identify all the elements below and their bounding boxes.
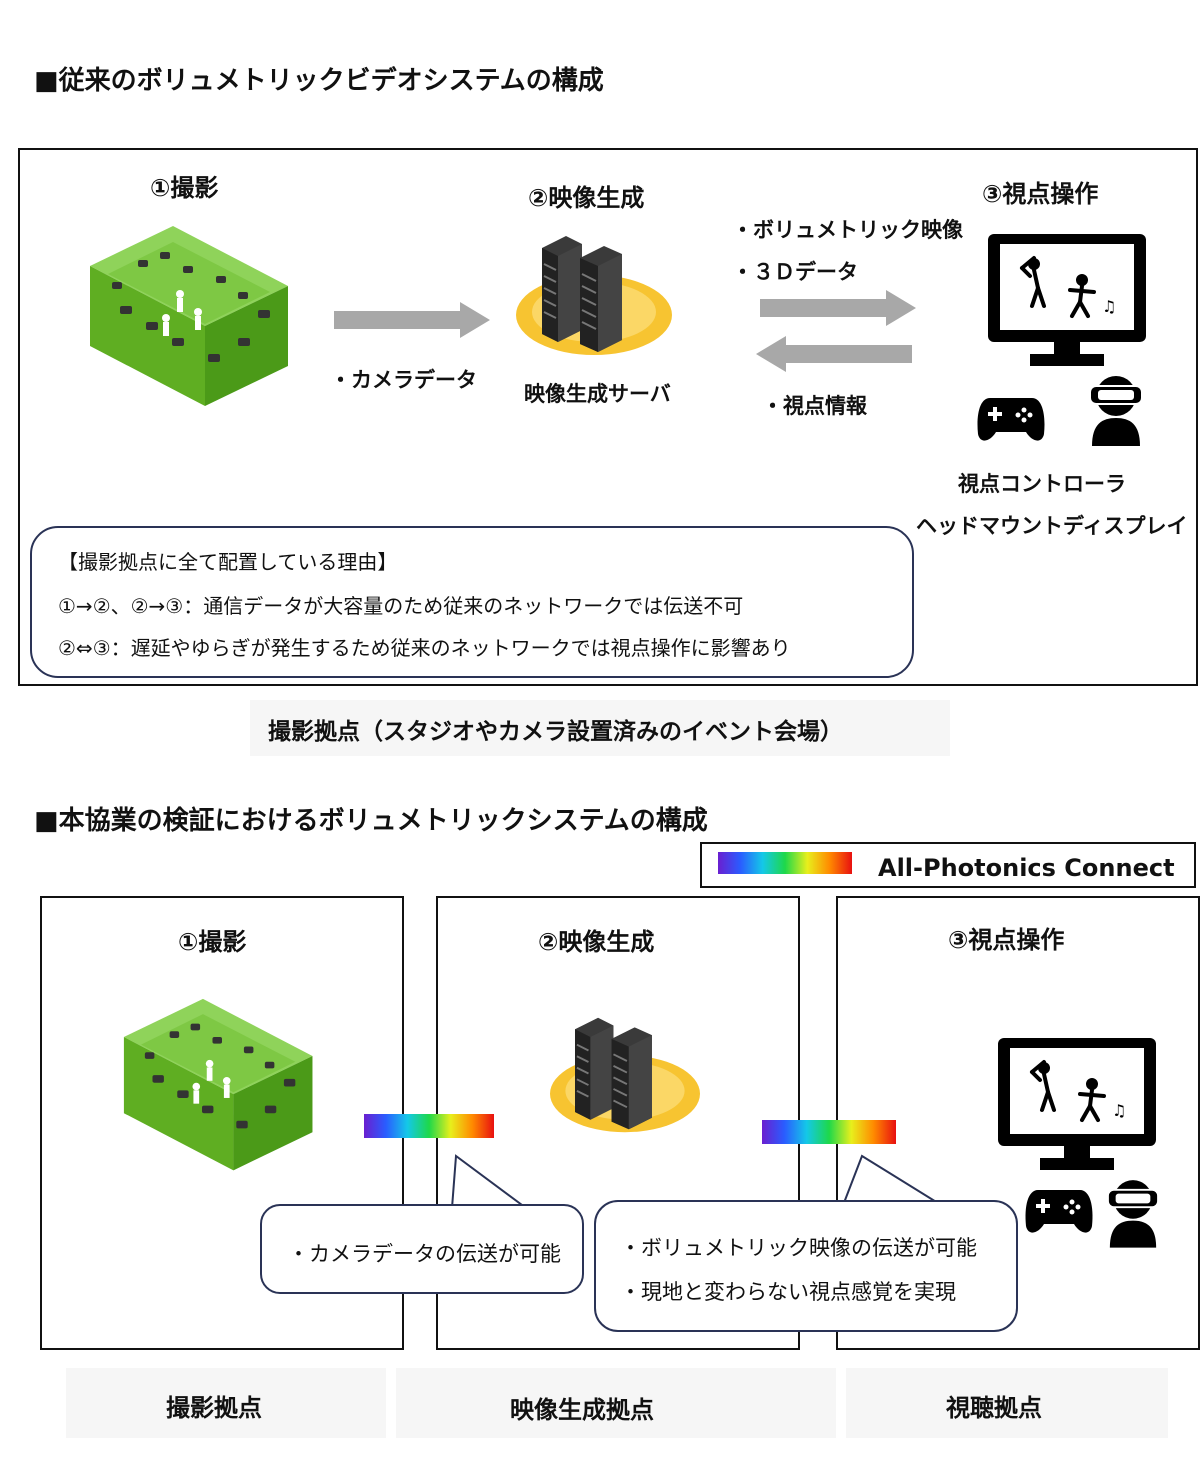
reason-note xyxy=(30,526,914,678)
svg-text:♫: ♫ xyxy=(1112,1101,1126,1120)
callout1-pointer xyxy=(450,1154,530,1209)
callout2 xyxy=(594,1200,1018,1332)
gamepad-icon xyxy=(977,398,1045,441)
s1-step1-label: ①撮影 xyxy=(150,174,219,202)
upstream-line2: ・３Ｄデータ xyxy=(732,260,858,284)
s2-step2-label: ②映像生成 xyxy=(538,928,655,956)
note-line2: ②⇔③：遅延やゆらぎが発生するため従来のネットワークでは視点操作に影響あり xyxy=(58,636,791,660)
server-label: 映像生成サーバ xyxy=(524,382,671,406)
apc-legend-label: All-Photonics Connect xyxy=(878,854,1175,882)
site3-caption: 視聴拠点 xyxy=(946,1394,1042,1422)
server-icon xyxy=(516,236,672,355)
note-heading: 【撮影拠点に全て配置している理由】 xyxy=(58,550,398,574)
site-caption: 撮影拠点（スタジオやカメラ設置済みのイベント会場） xyxy=(268,719,843,745)
camera-data-label: ・カメラデータ xyxy=(330,368,477,392)
hmd-label: ヘッドマウントディスプレイ xyxy=(916,514,1188,538)
site1-caption: 撮影拠点 xyxy=(166,1394,262,1422)
s1-step3-label: ③視点操作 xyxy=(982,180,1099,208)
section1-title: ■従来のボリュメトリックビデオシステムの構成 xyxy=(34,66,604,96)
callout2-line2: ・現地と変わらない視点感覚を実現 xyxy=(620,1280,956,1304)
apc-link-2 xyxy=(762,1120,896,1144)
monitor-icon: ♫ xyxy=(988,234,1146,366)
callout1-text: ・カメラデータの伝送が可能 xyxy=(288,1242,561,1266)
hmd-user-icon xyxy=(1106,1180,1160,1248)
server-icon xyxy=(550,1017,700,1133)
note-line1: ①→②、②→③：通信データが大容量のため従来のネットワークでは伝送不可 xyxy=(58,594,744,618)
section1-frame xyxy=(18,148,1198,686)
site-caption-bg xyxy=(250,700,950,756)
studio-icon xyxy=(90,226,288,406)
monitor-icon: ♫ xyxy=(998,1038,1156,1170)
site2-caption: 映像生成拠点 xyxy=(510,1396,654,1424)
upstream-line1: ・ボリュメトリック映像 xyxy=(732,218,963,242)
site1-caption-bg xyxy=(66,1368,386,1438)
callout1-mask xyxy=(278,1234,568,1270)
s2-step1-label: ①撮影 xyxy=(178,928,247,956)
arrow-left-icon xyxy=(756,336,912,372)
svg-text:♫: ♫ xyxy=(1102,297,1116,316)
site3-caption-bg xyxy=(846,1368,1168,1438)
arrow-right-icon xyxy=(760,290,916,326)
controller-label: 視点コントローラ xyxy=(958,472,1126,496)
s1-step2-label: ②映像生成 xyxy=(528,184,645,212)
arrow-icon xyxy=(334,302,490,338)
apc-legend-swatch xyxy=(718,852,852,874)
section2-title: ■本協業の検証におけるボリュメトリックシステムの構成 xyxy=(34,806,708,836)
gamepad-icon xyxy=(1025,1190,1093,1233)
studio-icon xyxy=(123,998,313,1171)
callout2-line1: ・ボリュメトリック映像の伝送が可能 xyxy=(620,1236,977,1260)
site2-caption-bg xyxy=(396,1368,836,1438)
viewpoint-info-label: ・視点情報 xyxy=(762,394,867,418)
apc-legend xyxy=(700,842,1196,888)
s2-step3-label: ③視点操作 xyxy=(948,926,1065,954)
apc-link-1 xyxy=(364,1114,494,1138)
hmd-user-icon xyxy=(1089,376,1143,446)
